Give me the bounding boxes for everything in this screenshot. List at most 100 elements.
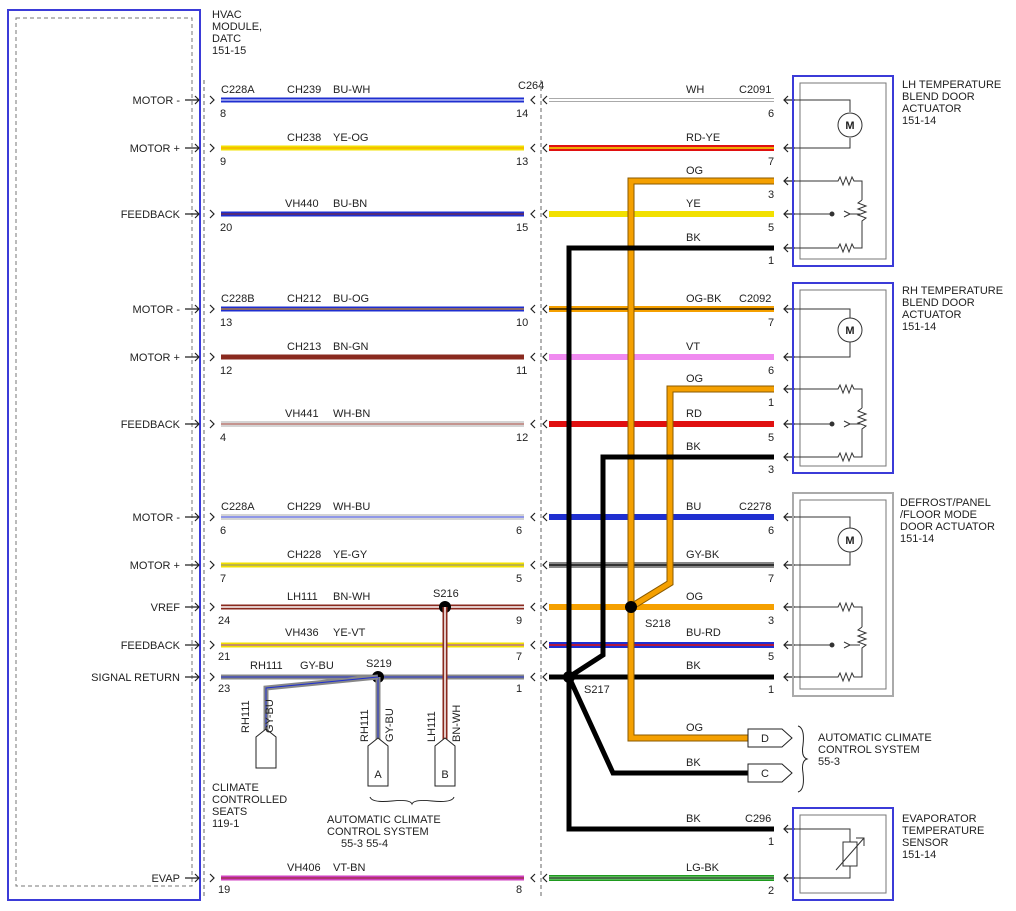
- drop-circuit: RH111: [240, 700, 252, 733]
- drop-color: GY-BU: [264, 699, 276, 733]
- wire-color-code: BN-WH: [333, 591, 370, 603]
- module-terminals: [185, 95, 200, 883]
- pin-number: 5: [768, 432, 774, 444]
- wire-color-code: YE-GY: [333, 549, 368, 561]
- pin-number: 1: [768, 684, 774, 696]
- module-pin-labels: MOTOR - MOTOR + FEEDBACK MOTOR - MOTOR +…: [91, 95, 180, 885]
- pin-label: MOTOR -: [133, 304, 181, 316]
- drop-circuit: RH111: [359, 709, 371, 742]
- wire-color-code: YE: [686, 198, 701, 210]
- pin-number: 23: [218, 683, 230, 695]
- drop-circuit: LH111: [426, 711, 438, 742]
- note-line: CONTROL SYSTEM: [818, 744, 920, 756]
- circuit-id: CH238: [287, 132, 321, 144]
- circuit-id: CH239: [287, 84, 321, 96]
- lh-actuator-frame: [792, 75, 894, 267]
- pin-number: 3: [768, 464, 774, 476]
- circuit-id: CH212: [287, 293, 321, 305]
- circuit-id: RH111: [250, 660, 283, 672]
- motor-icon: [837, 527, 863, 553]
- wire-color-code: GY-BK: [686, 549, 720, 561]
- pin-number: 2: [768, 885, 774, 897]
- pin-number: 7: [768, 156, 774, 168]
- hvac-title-line: MODULE,: [212, 21, 262, 33]
- circuit-id: CH229: [287, 501, 321, 513]
- component-title: ACTUATOR: [902, 103, 962, 115]
- connector-labels: C228A C228B C228A C264 C2091 C2092 C2278…: [221, 80, 771, 825]
- connector-id: C264: [518, 80, 544, 92]
- connector-d: [747, 728, 793, 748]
- note-line: AUTOMATIC CLIMATE: [818, 732, 932, 744]
- connector-id: C296: [745, 813, 771, 825]
- hvac-module-frame: [7, 9, 201, 901]
- wire-color-code: OG: [686, 591, 703, 603]
- component-titles: LH TEMPERATURE BLEND DOOR ACTUATOR 151-1…: [900, 79, 1003, 861]
- connector-id: C228B: [221, 293, 255, 305]
- splice-id: S216: [433, 588, 459, 600]
- pin-number: 6: [768, 525, 774, 537]
- drop-connector-letters: A B D C: [374, 733, 769, 781]
- pin-number: 12: [220, 365, 232, 377]
- hvac-title-line: HVAC: [212, 9, 242, 21]
- note-seats: CLIMATE CONTROLLED SEATS 119-1: [212, 782, 287, 830]
- wire-color-code: OG-BK: [686, 293, 722, 305]
- wire-color-code: WH-BN: [333, 408, 370, 420]
- component-title: RH TEMPERATURE: [902, 285, 1003, 297]
- pin-label: EVAP: [151, 873, 180, 885]
- pin-number: 6: [768, 365, 774, 377]
- splice-s217: [563, 671, 575, 683]
- splice-labels: S216 S219 S218 S217: [366, 588, 671, 696]
- connector-letter: A: [374, 769, 382, 781]
- component-title: /FLOOR MODE: [900, 509, 977, 521]
- component-title: SENSOR: [902, 837, 949, 849]
- wire-color-code: RD: [686, 408, 702, 420]
- component-title: LH TEMPERATURE: [902, 79, 1001, 91]
- acc-brace-bottom: [369, 796, 455, 806]
- actuator-internals: [795, 99, 868, 879]
- component-title: BLEND DOOR: [902, 91, 975, 103]
- note-acc-right: AUTOMATIC CLIMATE CONTROL SYSTEM 55-3: [818, 732, 932, 768]
- circuit-id: VH436: [285, 627, 319, 639]
- wire-color-code: BU-WH: [333, 84, 370, 96]
- wire-color-code: YE-OG: [333, 132, 368, 144]
- pin-number: 5: [768, 222, 774, 234]
- drop-color: BN-WH: [451, 705, 463, 742]
- component-title: BLEND DOOR: [902, 297, 975, 309]
- acc-brace-right: [797, 725, 809, 793]
- svg-text:M: M: [845, 535, 854, 547]
- circuit-id: LH111: [287, 591, 318, 603]
- wire-color-code: OG: [686, 165, 703, 177]
- pin-number: 13: [516, 156, 528, 168]
- pin-number: 19: [218, 884, 230, 896]
- pin-number: 7: [768, 573, 774, 585]
- pin-number: 1: [768, 836, 774, 848]
- wire-color-code: BK: [686, 757, 701, 769]
- note-line: CONTROLLED: [212, 794, 287, 806]
- splice-id: S218: [645, 618, 671, 630]
- wire-color-code: BK: [686, 232, 701, 244]
- rh-actuator-frame: [792, 282, 894, 474]
- hvac-module-title: HVAC MODULE, DATC 151-15: [212, 9, 262, 57]
- splice-s218: [625, 601, 637, 613]
- pin-label: SIGNAL RETURN: [91, 672, 180, 684]
- pin-label: MOTOR -: [133, 95, 181, 107]
- note-line: AUTOMATIC CLIMATE: [327, 814, 441, 826]
- component-title: DOOR ACTUATOR: [900, 521, 995, 533]
- wire-color-code: VT-BN: [333, 862, 365, 874]
- wire-color-code: RD-YE: [686, 132, 720, 144]
- wire-color-code: WH: [686, 84, 704, 96]
- note-line: 55-3 55-4: [341, 838, 388, 850]
- pin-number: 5: [768, 651, 774, 663]
- pin-number: 12: [516, 432, 528, 444]
- pin-label: FEEDBACK: [121, 209, 181, 221]
- wire-color-code: BU-BN: [333, 198, 367, 210]
- wire-color-code: BN-GN: [333, 341, 369, 353]
- connector-letter: D: [761, 733, 769, 745]
- pin-number: 1: [768, 397, 774, 409]
- splice-id: S217: [584, 684, 610, 696]
- motor-icon: [837, 317, 863, 343]
- right-wire-segments: [549, 98, 774, 881]
- pin-number: 4: [220, 432, 226, 444]
- component-title: 151-14: [902, 115, 936, 127]
- wire-color-code: OG: [686, 722, 703, 734]
